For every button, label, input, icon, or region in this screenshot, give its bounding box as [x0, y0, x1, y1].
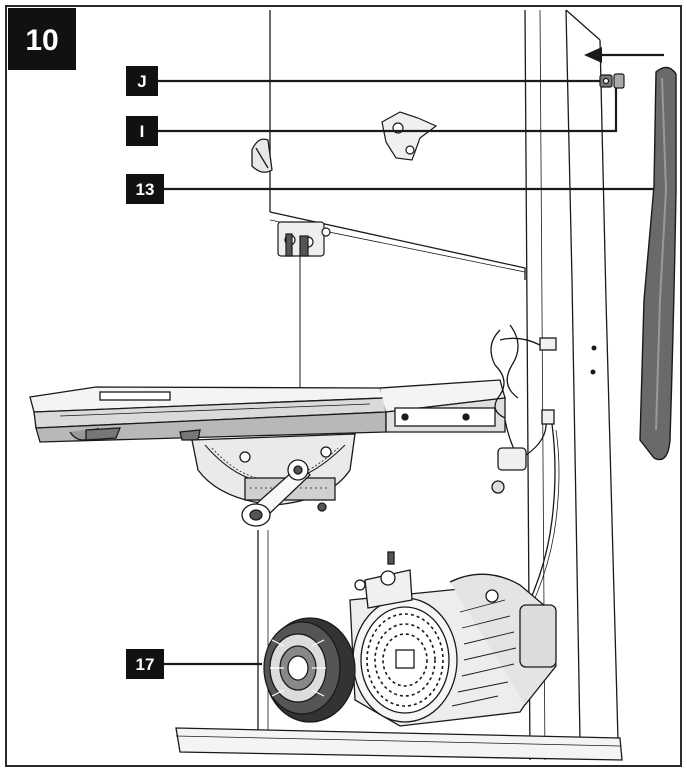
- callout-17-text: 17: [136, 655, 155, 674]
- callout-13: 13: [126, 174, 164, 204]
- tension-knob: [251, 138, 273, 173]
- callout-I-text: I: [140, 122, 145, 141]
- callout-J: J: [126, 66, 158, 96]
- motor-pulley: [263, 617, 356, 723]
- callout-17: 17: [126, 649, 164, 679]
- callout-I: I: [126, 116, 158, 146]
- figure-number: 10: [25, 24, 58, 57]
- screw-part-J: [599, 74, 613, 88]
- callout-13-text: 13: [136, 180, 155, 199]
- callout-J-text: J: [137, 72, 146, 91]
- tilt-trunnion: [191, 433, 356, 527]
- blade-guard-part-13: [639, 66, 677, 461]
- base-plate: [175, 727, 623, 761]
- direction-arrow: [584, 47, 664, 63]
- callout-leaders: [158, 79, 654, 666]
- column-hole-1: [591, 345, 597, 351]
- motor: [349, 551, 557, 727]
- column-hole-2: [590, 369, 596, 375]
- power-cable: [490, 324, 560, 641]
- figure-number-badge: 10: [8, 8, 76, 70]
- saw-table: [29, 379, 506, 443]
- nut-part-I: [613, 73, 625, 89]
- blade-guide: [277, 221, 331, 257]
